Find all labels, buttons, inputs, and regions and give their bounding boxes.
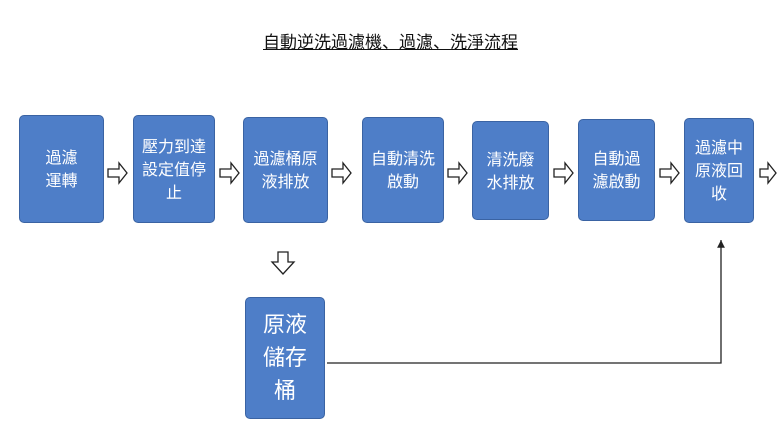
block-arrow-right bbox=[219, 161, 240, 185]
step-label: 過濾運轉 bbox=[45, 148, 78, 190]
step-drain-raw: 過濾桶原液排放 bbox=[243, 117, 328, 223]
block-arrow-right bbox=[447, 161, 468, 185]
block-arrow-right bbox=[331, 161, 352, 185]
block-arrow-down bbox=[270, 251, 296, 275]
step-label: 自動過濾啟動 bbox=[592, 149, 641, 191]
storage-tank: 原液儲存桶 bbox=[245, 297, 325, 419]
block-arrow-right bbox=[553, 161, 574, 185]
step-auto-filter: 自動過濾啟動 bbox=[578, 119, 655, 221]
step-label: 過濾桶原液排放 bbox=[253, 149, 318, 191]
step-auto-clean: 自動清洗啟動 bbox=[362, 117, 444, 223]
step-pressure-stop: 壓力到達設定值停止 bbox=[133, 115, 215, 223]
storage-label: 原液儲存桶 bbox=[262, 312, 307, 404]
step-filter-run: 過濾運轉 bbox=[19, 115, 104, 223]
block-arrow-right bbox=[107, 161, 128, 185]
step-label: 清洗廢水排放 bbox=[486, 149, 535, 192]
step-label: 過濾中原液回收 bbox=[694, 138, 743, 203]
step-recover-raw: 過濾中原液回收 bbox=[684, 118, 754, 223]
diagram-title: 自動逆洗過濾機、過濾、洗淨流程 bbox=[263, 33, 518, 53]
block-arrow-right bbox=[659, 161, 680, 185]
step-waste-drain: 清洗廢水排放 bbox=[472, 121, 549, 220]
return-line bbox=[327, 240, 725, 364]
step-label: 自動清洗啟動 bbox=[370, 149, 435, 191]
block-arrow-right bbox=[759, 161, 777, 185]
step-label: 壓力到達設定值停止 bbox=[141, 136, 206, 202]
